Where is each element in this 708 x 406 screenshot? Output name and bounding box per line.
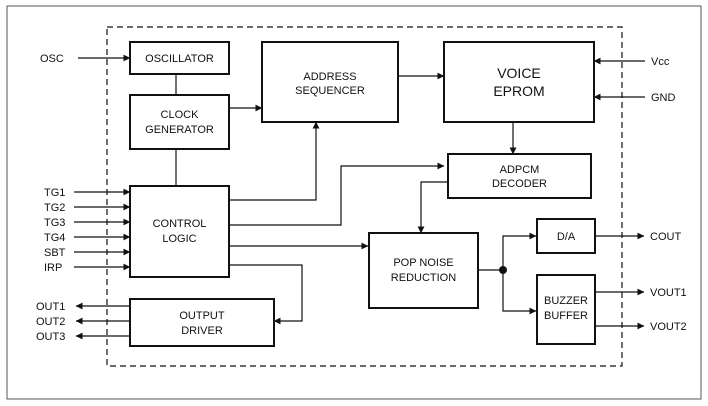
chip-boundary bbox=[106, 26, 623, 367]
address-sequencer-label-2: SEQUENCER bbox=[295, 85, 365, 97]
oscillator-label: OSCILLATOR bbox=[145, 53, 214, 65]
control-driver-line bbox=[229, 264, 303, 325]
pin-out2: OUT2 bbox=[36, 316, 65, 328]
buzzer-buffer-block: BUZZER BUFFER bbox=[536, 274, 596, 345]
output-driver-label-2: DRIVER bbox=[181, 325, 223, 337]
pin-vout2: VOUT2 bbox=[650, 321, 687, 333]
junction-dot bbox=[499, 266, 507, 274]
connections bbox=[74, 54, 645, 340]
pin-osc: OSC bbox=[40, 53, 64, 65]
buzzer-buffer-label-1: BUZZER bbox=[544, 295, 588, 307]
adpcm-decoder-label-1: ADPCM bbox=[500, 164, 540, 176]
pin-irp: IRP bbox=[44, 262, 62, 274]
pin-tg3: TG3 bbox=[44, 217, 65, 229]
pop-noise-reduction-label-1: POP NOISE bbox=[393, 257, 453, 269]
output-driver-block: OUTPUT DRIVER bbox=[129, 298, 275, 347]
address-sequencer-block: ADDRESS SEQUENCER bbox=[261, 41, 399, 123]
voice-eprom-label-1: VOICE bbox=[497, 65, 541, 81]
pin-cout: COUT bbox=[650, 231, 681, 243]
pin-gnd: GND bbox=[651, 92, 676, 104]
output-driver-label-1: OUTPUT bbox=[179, 310, 225, 322]
control-logic-label-1: CONTROL bbox=[153, 218, 207, 230]
control-logic-block: CONTROL LOGIC bbox=[129, 185, 230, 278]
pin-vcc: Vcc bbox=[651, 56, 670, 68]
junction-buzzer-line bbox=[502, 270, 537, 315]
control-adpcm-line bbox=[229, 162, 445, 226]
control-addr-line bbox=[229, 121, 320, 201]
pin-out1: OUT1 bbox=[36, 301, 65, 313]
clock-generator-label-1: CLOCK bbox=[161, 109, 200, 121]
clock-generator-block: CLOCK GENERATOR bbox=[129, 94, 230, 150]
clock-generator-label-2: GENERATOR bbox=[145, 124, 214, 136]
junction-da-line bbox=[502, 232, 537, 270]
pin-vout1: VOUT1 bbox=[650, 287, 687, 299]
pin-sbt: SBT bbox=[44, 247, 66, 259]
adpcm-decoder-block: ADPCM DECODER bbox=[447, 153, 592, 199]
buzzer-buffer-label-2: BUFFER bbox=[544, 310, 588, 322]
pop-noise-reduction-label-2: REDUCTION bbox=[391, 272, 456, 284]
pin-tg2: TG2 bbox=[44, 202, 65, 214]
voice-eprom-label-2: EPROM bbox=[493, 83, 544, 99]
voice-eprom-block: VOICE EPROM bbox=[443, 41, 595, 123]
pin-tg1: TG1 bbox=[44, 187, 65, 199]
adpcm-decoder-label-2: DECODER bbox=[492, 178, 547, 190]
oscillator-block: OSCILLATOR bbox=[129, 41, 230, 75]
address-sequencer-label-1: ADDRESS bbox=[303, 71, 356, 83]
pop-noise-reduction-block: POP NOISE REDUCTION bbox=[368, 232, 479, 309]
outer-frame bbox=[6, 5, 702, 400]
da-label: D/A bbox=[557, 231, 576, 243]
control-logic-label-2: LOGIC bbox=[162, 233, 196, 245]
pin-out3: OUT3 bbox=[36, 331, 65, 343]
pin-tg4: TG4 bbox=[44, 232, 65, 244]
da-block: D/A bbox=[536, 218, 596, 254]
adpcm-pop-line bbox=[417, 181, 448, 234]
